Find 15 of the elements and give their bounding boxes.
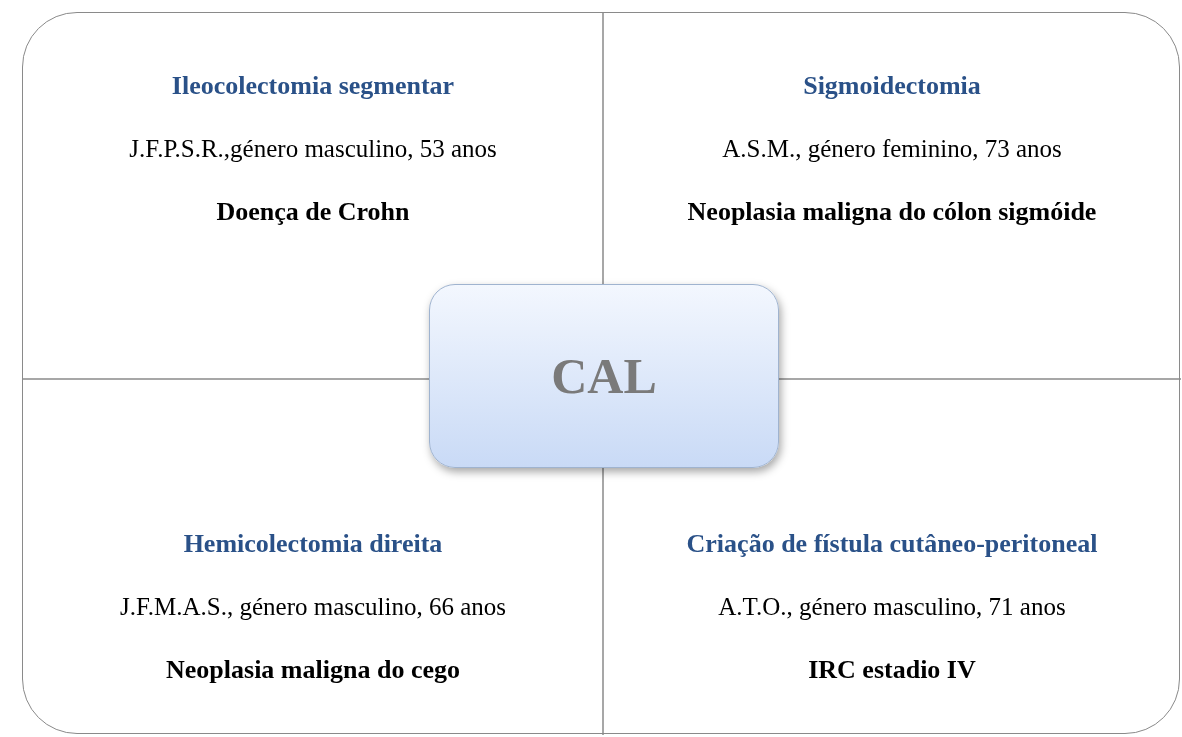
diagnosis-text: Neoplasia maligna do cego — [166, 655, 460, 685]
patient-info: A.T.O., género masculino, 71 anos — [718, 593, 1066, 621]
patient-info: J.F.M.A.S., género masculino, 66 anos — [119, 593, 507, 621]
patient-info: A.S.M., género feminino, 73 anos — [722, 135, 1062, 163]
procedure-heading: Hemicolectomia direita — [183, 529, 443, 559]
diagnosis-text: Doença de Crohn — [216, 197, 410, 227]
diagnosis-text: Neoplasia maligna do cólon sigmóide — [687, 197, 1097, 227]
center-box — [429, 284, 779, 468]
patient-info: J.F.P.S.R.,género masculino, 53 anos — [129, 135, 497, 163]
procedure-heading: Ileocolectomia segmentar — [171, 71, 455, 101]
center-label: CAL — [551, 347, 657, 405]
procedure-heading: Sigmoidectomia — [803, 71, 981, 101]
procedure-heading: Criação de fístula cutâneo-peritoneal — [686, 529, 1098, 559]
diagnosis-text: IRC estadio IV — [808, 655, 976, 685]
rounded-frame — [22, 12, 1180, 734]
